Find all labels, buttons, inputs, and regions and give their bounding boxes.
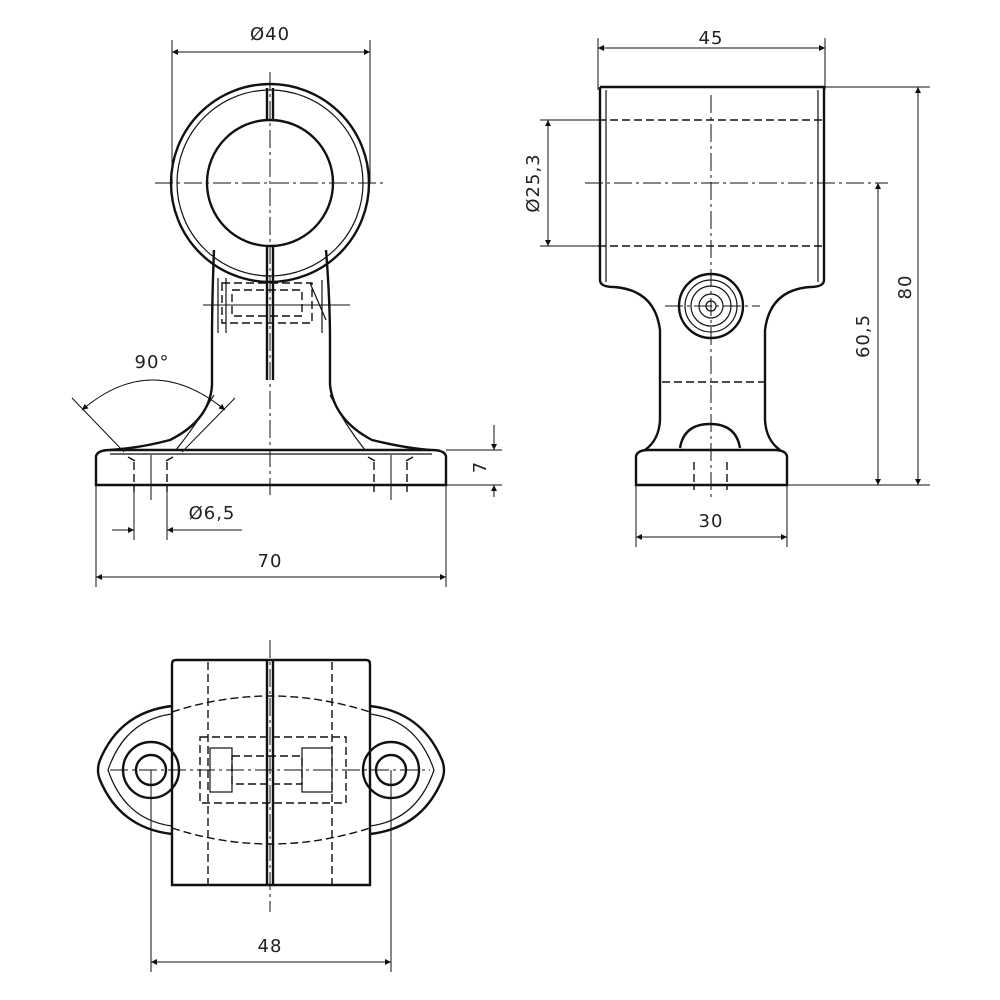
dim-label: Ø6,5	[189, 503, 236, 524]
body-right-profile	[324, 249, 431, 452]
dim-label: Ø25,3	[523, 153, 544, 212]
front-view: Ø40 90° 7 Ø6,5 70	[71, 24, 502, 587]
base-flange-outline	[96, 704, 446, 836]
dim-label: 70	[258, 551, 283, 572]
side-view: 45 Ø25,3 80 60,5 30	[523, 28, 930, 547]
dim-label: 30	[699, 511, 724, 532]
dim-label: 7	[470, 461, 491, 473]
dimension-base-30: 30	[635, 485, 788, 547]
dimension-diameter-40: Ø40	[171, 24, 371, 183]
base-dome	[678, 422, 742, 449]
body-outline	[598, 85, 826, 451]
dim-label: 90°	[135, 352, 170, 373]
clamp-body-outline	[170, 658, 372, 887]
clamp-slit	[265, 88, 275, 380]
dimension-bore-25-3: Ø25,3	[523, 119, 600, 247]
dimension-length-70: 70	[95, 485, 447, 587]
fillet-lines	[175, 394, 366, 451]
dimension-height-80: 80	[787, 86, 930, 486]
clamp-slit	[265, 660, 275, 885]
dim-label: 48	[258, 936, 283, 957]
dim-label: 80	[895, 275, 916, 300]
body-chamfer-lines	[605, 90, 819, 282]
dimension-hole-6-5: Ø6,5	[112, 492, 242, 540]
mounting-holes-hidden	[127, 456, 414, 492]
base-hole-hidden	[693, 462, 728, 490]
dimension-spacing-48: 48	[150, 770, 392, 972]
base-plate	[94, 448, 448, 487]
dim-label: Ø40	[250, 24, 290, 45]
dim-label: 45	[699, 28, 724, 49]
hole-centerlines	[150, 455, 392, 500]
base-plate	[634, 448, 789, 487]
flange-edge	[107, 713, 435, 827]
dimension-thickness-7: 7	[446, 425, 502, 497]
flange-hidden-curve	[171, 695, 371, 845]
horizontal-centerlines	[585, 182, 888, 307]
dim-label: 60,5	[853, 314, 874, 358]
dimension-width-45: 45	[597, 28, 826, 90]
clamp-screw-hidden	[203, 278, 350, 333]
dimension-height-60-5: 60,5	[853, 183, 881, 485]
top-view: 48	[96, 640, 446, 972]
dimension-angle-90: 90°	[71, 352, 236, 453]
